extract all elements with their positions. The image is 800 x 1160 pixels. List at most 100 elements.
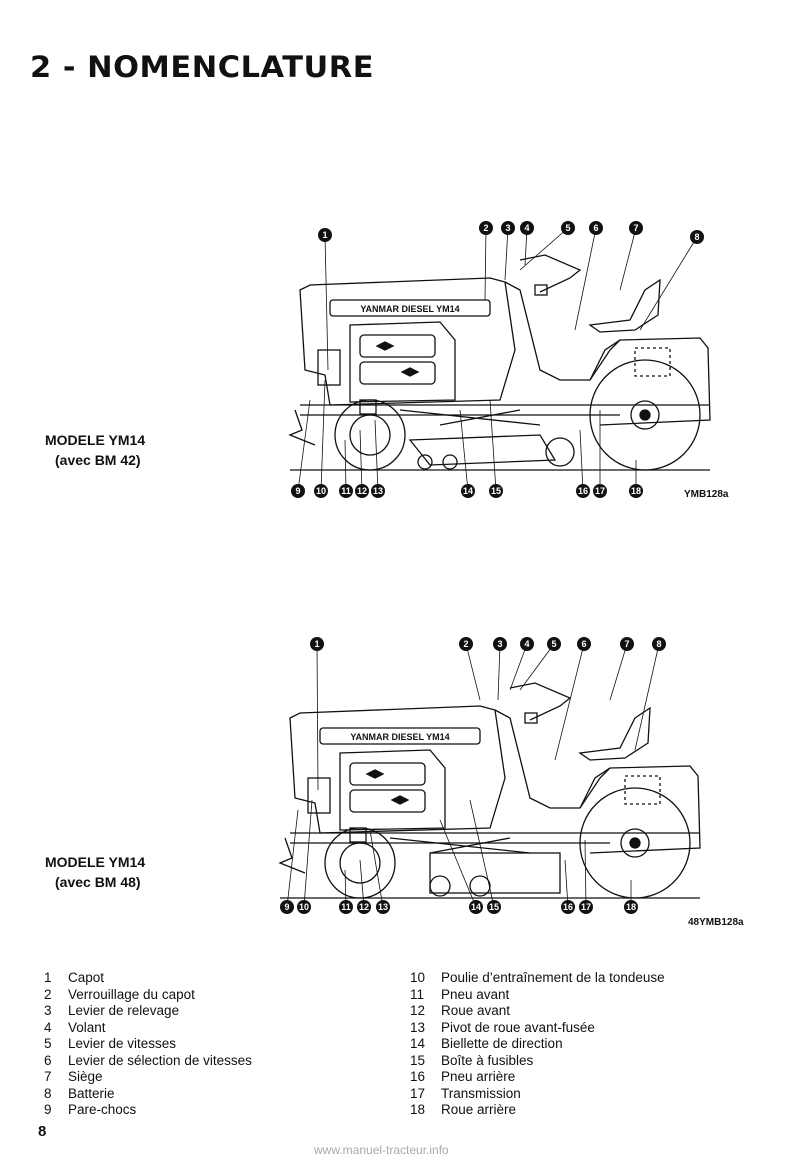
legend-label: Batterie <box>68 1085 115 1101</box>
model-name: MODELE YM14 <box>45 854 146 870</box>
callout-number: 16 <box>578 486 588 496</box>
legend-item: 4 Volant <box>44 1020 252 1037</box>
legend-number: 8 <box>44 1085 52 1101</box>
diagram-1-caption: MODELE YM14 (avec BM 42) <box>45 430 145 470</box>
callout-number: 12 <box>359 902 369 912</box>
legend-label: Poulie d’entraînement de la tondeuse <box>441 970 665 985</box>
callout-number: 3 <box>505 223 510 233</box>
callout-marker: 8 <box>652 637 666 651</box>
callout-marker: 8 <box>690 230 704 244</box>
callout-number: 8 <box>656 639 661 649</box>
callout-leader <box>303 799 313 908</box>
legend-label: Pneu arrière <box>441 1069 516 1084</box>
callout-marker: 15 <box>487 900 501 914</box>
callout-number: 14 <box>463 486 473 496</box>
callout-leader <box>584 839 587 908</box>
callout-marker: 6 <box>589 221 603 235</box>
callout-marker: 1 <box>318 228 332 242</box>
callout-marker: 10 <box>297 900 311 914</box>
callout-number: 11 <box>341 902 351 912</box>
callout-marker: 3 <box>493 637 507 651</box>
callout-marker: 12 <box>357 900 371 914</box>
callout-leader <box>639 236 698 331</box>
callout-leader <box>574 227 597 331</box>
callout-marker: 11 <box>339 900 353 914</box>
legend-label: Pare-chocs <box>68 1102 137 1117</box>
callout-number: 5 <box>565 223 570 233</box>
callout-leader <box>579 429 584 492</box>
callout-marker: 14 <box>469 900 483 914</box>
callout-marker: 15 <box>489 484 503 498</box>
legend-label: Pivot de roue avant-fusée <box>441 1019 595 1035</box>
legend-item: 8 Batterie <box>44 1086 252 1103</box>
callout-leader <box>554 643 585 761</box>
callout-leader <box>320 379 326 492</box>
legend-label: Biellette de direction <box>441 1036 563 1051</box>
callout-leader <box>465 643 481 701</box>
tractor-drawing: YANMAR DIESEL YM14 <box>288 254 711 471</box>
tractor-drawing: YANMAR DIESEL YM14 <box>278 682 701 899</box>
callout-leader <box>324 234 329 371</box>
callout-number: 16 <box>563 902 573 912</box>
legend-item: 16 Pneu arrière <box>410 1069 665 1086</box>
legend-number: 16 <box>410 1069 426 1084</box>
callout-number: 10 <box>316 486 326 496</box>
callout-number: 5 <box>551 639 556 649</box>
callout-number: 1 <box>314 639 319 649</box>
callout-number: 9 <box>284 902 289 912</box>
callout-leader <box>634 643 660 751</box>
callout-number: 2 <box>483 223 488 233</box>
callout-number: 6 <box>593 223 598 233</box>
callout-number: 9 <box>295 486 300 496</box>
callout-leader <box>359 859 365 908</box>
diagram-1-reference: YMB128a <box>684 489 729 500</box>
callout-marker: 11 <box>339 484 353 498</box>
legend-number: 12 <box>410 1003 426 1018</box>
legend-label: Levier de sélection de vitesses <box>68 1052 252 1068</box>
callout-number: 11 <box>341 486 351 496</box>
callout-marker: 7 <box>629 221 643 235</box>
callout-number: 15 <box>491 486 501 496</box>
callout-number: 15 <box>489 902 499 912</box>
callout-number: 8 <box>694 232 699 242</box>
legend-label: Volant <box>68 1019 106 1035</box>
callout-number: 12 <box>357 486 367 496</box>
page-number: 8 <box>38 1123 47 1140</box>
callout-marker: 13 <box>371 484 385 498</box>
legend-label: Capot <box>68 970 105 985</box>
callout-leader <box>459 409 469 492</box>
callout-number: 3 <box>497 639 502 649</box>
model-variant: (avec BM 42) <box>55 452 141 468</box>
callout-marker: 4 <box>520 637 534 651</box>
callout-number: 13 <box>373 486 383 496</box>
callout-number: 4 <box>524 223 529 233</box>
diagram-2-caption: MODELE YM14 (avec BM 48) <box>45 852 145 892</box>
legend-number: 4 <box>44 1019 52 1035</box>
legend-label: Levier de relevage <box>68 1003 180 1018</box>
callout-leader <box>369 829 384 908</box>
legend-label: Boîte à fusibles <box>441 1052 534 1068</box>
legend-label: Roue arrière <box>441 1102 517 1117</box>
callout-leader <box>564 859 569 908</box>
legend-number: 11 <box>410 986 425 1002</box>
callout-number: 2 <box>463 639 468 649</box>
callout-leader <box>504 227 509 281</box>
callout-number: 1 <box>322 230 327 240</box>
legend-label: Siège <box>68 1069 103 1084</box>
callout-marker: 10 <box>314 484 328 498</box>
callout-marker: 2 <box>459 637 473 651</box>
legend-label: Verrouillage du capot <box>68 986 195 1002</box>
callout-number: 7 <box>624 639 629 649</box>
legend-label: Transmission <box>441 1085 521 1101</box>
callout-marker: 2 <box>479 221 493 235</box>
